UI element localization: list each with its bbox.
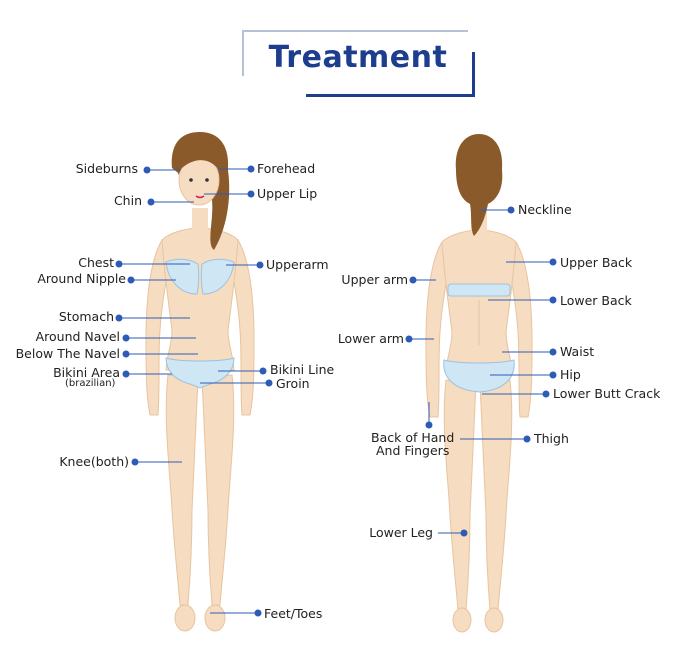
label-around-navel: Around Navel <box>35 329 120 344</box>
label-hip: Hip <box>560 367 581 382</box>
back-leaders <box>405 206 557 537</box>
label-below-navel: Below The Navel <box>15 346 120 361</box>
label-lower-leg: Lower Leg <box>369 525 433 540</box>
label-chin: Chin <box>113 193 142 208</box>
label-forehead: Forehead <box>257 161 316 176</box>
label-thigh: Thigh <box>534 431 569 446</box>
label-knee: Knee(both) <box>59 454 129 469</box>
front-figure <box>145 132 255 632</box>
label-and-fingers: And Fingers <box>376 443 450 458</box>
label-upper-arm: Upper arm <box>341 272 408 287</box>
title-frame-dark <box>306 52 475 97</box>
label-bikini-area: Bikini Area <box>53 365 120 380</box>
label-lower-back: Lower Back <box>560 293 632 308</box>
label-lower-arm: Lower arm <box>337 331 404 346</box>
label-upperarm: Upperarm <box>266 257 329 272</box>
label-sideburns: Sideburns <box>75 161 138 176</box>
label-around-nipple: Around Nipple <box>37 271 126 286</box>
label-groin: Groin <box>276 376 310 391</box>
label-waist: Waist <box>560 344 595 359</box>
label-upper-lip: Upper Lip <box>257 186 318 201</box>
title-frame-light <box>242 30 468 76</box>
title-frame: Treatment <box>242 30 475 97</box>
front-leaders <box>115 165 273 617</box>
label-feet-toes: Feet/Toes <box>264 606 323 621</box>
label-neckline: Neckline <box>518 202 572 217</box>
label-back-of-hand: Back of Hand <box>371 430 455 445</box>
back-figure <box>425 134 533 633</box>
label-stomach: Stomach <box>58 309 114 324</box>
label-bikini-area-sub: (brazilian) <box>65 378 116 389</box>
label-chest: Chest <box>78 255 114 270</box>
label-lower-butt-crack: Lower Butt Crack <box>553 386 661 401</box>
label-bikini-line: Bikini Line <box>270 362 335 377</box>
page-title: Treatment <box>268 40 448 75</box>
label-upper-back: Upper Back <box>560 255 633 270</box>
